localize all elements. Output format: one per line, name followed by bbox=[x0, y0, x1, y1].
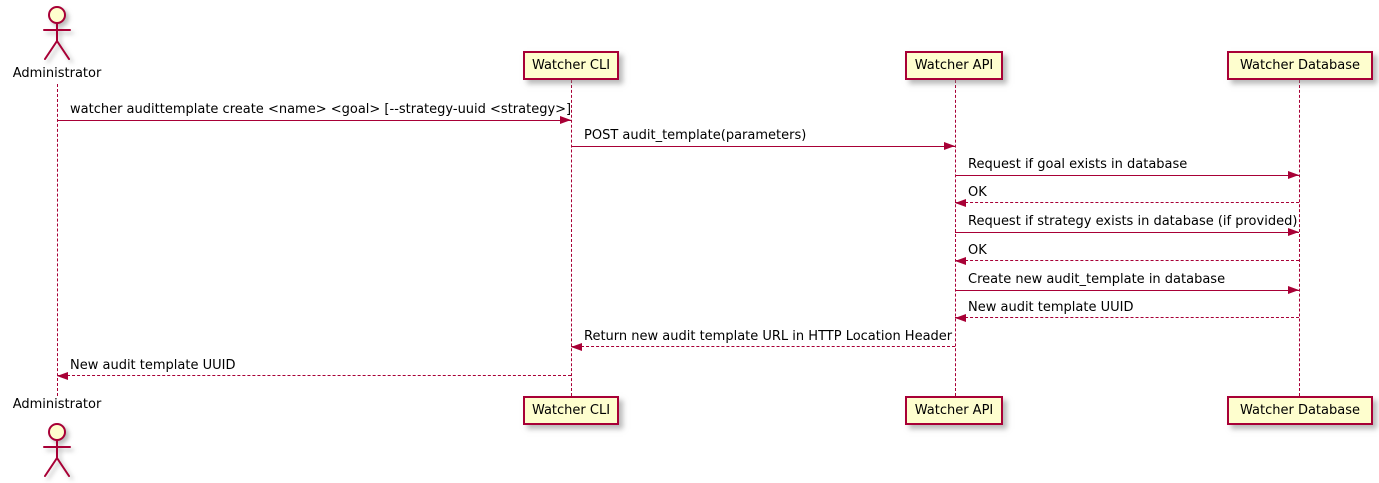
arrow-left-icon bbox=[955, 257, 1299, 265]
actor-icon-bottom bbox=[43, 423, 71, 477]
message-return-url-location-header: Return new audit template URL in HTTP Lo… bbox=[571, 328, 955, 351]
arrow-left-icon bbox=[571, 343, 955, 351]
message-label: OK bbox=[968, 185, 987, 200]
message-label: Request if strategy exists in database (… bbox=[968, 214, 1298, 229]
arrow-left-icon bbox=[955, 314, 1299, 322]
participant-watcher-api-bottom: Watcher API bbox=[905, 396, 1003, 425]
arrow-right-icon bbox=[571, 142, 955, 150]
arrow-left-icon bbox=[57, 372, 571, 380]
participant-watcher-database-bottom: Watcher Database bbox=[1227, 396, 1373, 425]
participant-watcher-cli-bottom: Watcher CLI bbox=[523, 396, 619, 425]
actor-label-bottom: Administrator bbox=[12, 397, 102, 412]
actor-icon-top bbox=[43, 6, 71, 60]
lifeline-watcher-database bbox=[1299, 80, 1300, 396]
message-new-uuid-to-admin: New audit template UUID bbox=[57, 357, 571, 380]
message-label: New audit template UUID bbox=[968, 300, 1134, 315]
message-label: POST audit_template(parameters) bbox=[584, 128, 807, 143]
arrow-right-icon bbox=[955, 171, 1299, 179]
message-label: OK bbox=[968, 243, 987, 258]
message-label: watcher audittemplate create <name> <goa… bbox=[70, 102, 572, 117]
lifeline-watcher-api bbox=[955, 80, 956, 396]
arrow-right-icon bbox=[955, 228, 1299, 236]
message-label: Return new audit template URL in HTTP Lo… bbox=[584, 329, 953, 344]
message-request-goal-exists: Request if goal exists in database bbox=[955, 156, 1299, 179]
participant-watcher-api-top: Watcher API bbox=[905, 51, 1003, 80]
message-new-uuid-from-db: New audit template UUID bbox=[955, 299, 1299, 322]
message-goal-ok: OK bbox=[955, 184, 1299, 207]
message-create-audittemplate: watcher audittemplate create <name> <goa… bbox=[57, 101, 572, 124]
participant-watcher-database-top: Watcher Database bbox=[1227, 51, 1373, 80]
message-request-strategy-exists: Request if strategy exists in database (… bbox=[955, 213, 1299, 236]
message-create-audit-template-db: Create new audit_template in database bbox=[955, 271, 1299, 294]
message-label: Create new audit_template in database bbox=[968, 272, 1226, 287]
arrow-right-icon bbox=[955, 286, 1299, 294]
message-post-audit-template: POST audit_template(parameters) bbox=[571, 127, 955, 150]
participant-watcher-cli-top: Watcher CLI bbox=[523, 51, 619, 80]
lifeline-administrator bbox=[57, 84, 58, 396]
arrow-left-icon bbox=[955, 199, 1299, 207]
message-label: Request if goal exists in database bbox=[968, 157, 1188, 172]
arrow-right-icon bbox=[57, 116, 571, 124]
message-strategy-ok: OK bbox=[955, 242, 1299, 265]
actor-label-top: Administrator bbox=[12, 66, 102, 81]
message-label: New audit template UUID bbox=[70, 358, 236, 373]
lifeline-watcher-cli bbox=[571, 80, 572, 396]
